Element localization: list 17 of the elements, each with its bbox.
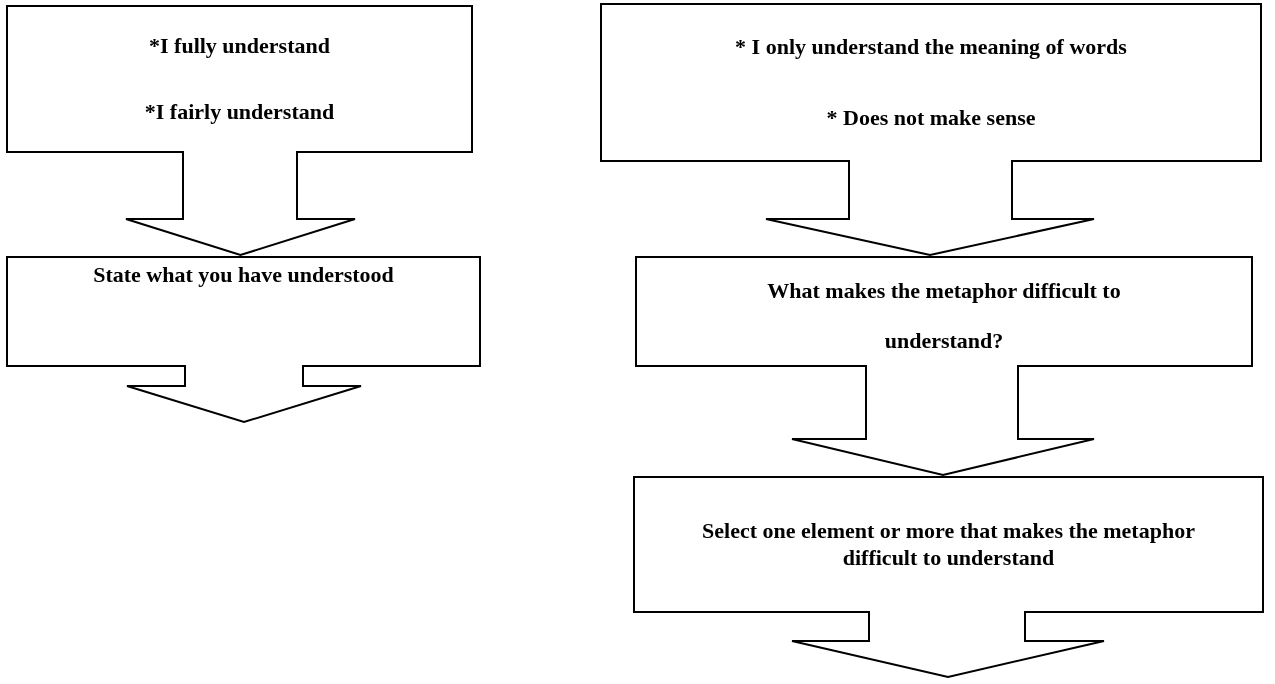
block-arrow — [125, 150, 356, 257]
callout-box — [633, 476, 1264, 613]
box-text: State what you have understood — [93, 262, 394, 289]
block-arrow — [791, 610, 1105, 679]
block-arrow — [126, 364, 362, 424]
box-text: Select one element or more that makes the metaphor difficult to understand — [701, 518, 1196, 571]
callout-box — [635, 256, 1253, 367]
box-text: *I fairly understand — [144, 98, 335, 126]
box-text: What makes the metaphor difficult to understand? — [766, 277, 1122, 355]
box-text: *I fully understand — [149, 32, 330, 60]
block-arrow — [791, 364, 1095, 477]
box-text: * Does not make sense — [826, 105, 1036, 132]
block-arrow — [765, 159, 1095, 257]
box-text: * I only understand the meaning of words — [735, 33, 1127, 60]
callout-box — [6, 256, 481, 367]
callout-box — [6, 5, 473, 153]
callout-box — [600, 3, 1262, 162]
